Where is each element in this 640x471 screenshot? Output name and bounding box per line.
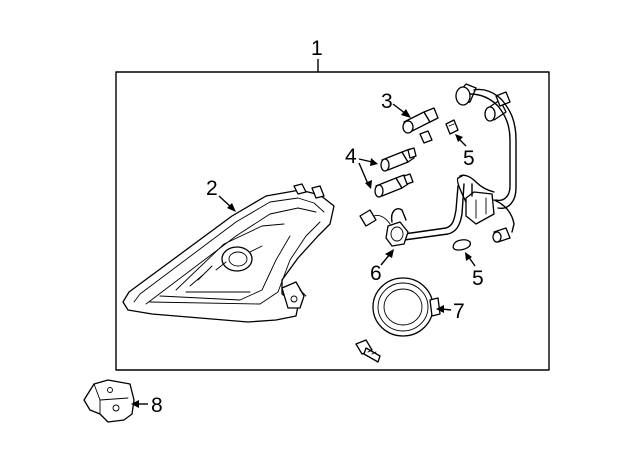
callout-3-arrow — [401, 109, 411, 118]
bracket — [83, 379, 135, 423]
callout-5a-arrow — [455, 134, 463, 142]
socket — [359, 208, 409, 247]
callout-5b-label: 5 — [472, 267, 484, 290]
callout-4-leader-upper — [358, 158, 373, 163]
callout-8: 8 — [131, 394, 163, 417]
callout-4-arrow-lower — [365, 180, 372, 189]
callout-4-label: 4 — [345, 145, 357, 168]
callout-8-arrow — [131, 400, 139, 408]
bolt — [355, 339, 381, 363]
clip-lower — [452, 239, 472, 251]
callout-4-leader-lower — [358, 162, 369, 185]
headlamp-assembly — [122, 183, 335, 323]
bulb-upper — [402, 107, 439, 134]
wiring-harness — [403, 83, 517, 243]
callout-6: 7 — [436, 300, 465, 323]
callout-5a-label: 5 — [463, 147, 475, 170]
callout-5b: 5 — [465, 252, 484, 290]
callout-7-label: 6 — [370, 262, 382, 285]
callout-1: 1 — [311, 37, 323, 72]
callout-7-arrow — [385, 249, 394, 258]
callout-3-label: 3 — [381, 90, 393, 113]
callout-2: 2 — [206, 177, 236, 212]
callout-4-arrow-upper — [370, 158, 378, 166]
callout-7: 6 — [370, 249, 394, 285]
callout-6-arrow — [436, 305, 444, 313]
clip-small-a — [419, 130, 433, 144]
callout-8-label: 8 — [151, 394, 163, 417]
callout-3: 3 — [381, 90, 411, 118]
callout-4: 4 — [345, 145, 378, 189]
callout-2-arrow — [227, 203, 236, 212]
bulb-cap — [372, 277, 441, 337]
callout-6-label: 7 — [453, 300, 465, 323]
callout-5b-arrow — [465, 252, 472, 261]
assembly-frame — [115, 71, 550, 371]
bulb-pair — [374, 147, 417, 198]
clip-upper — [445, 119, 459, 135]
callout-2-label: 2 — [206, 177, 218, 200]
callout-5a: 5 — [455, 134, 475, 170]
callout-1-label: 1 — [311, 37, 323, 60]
